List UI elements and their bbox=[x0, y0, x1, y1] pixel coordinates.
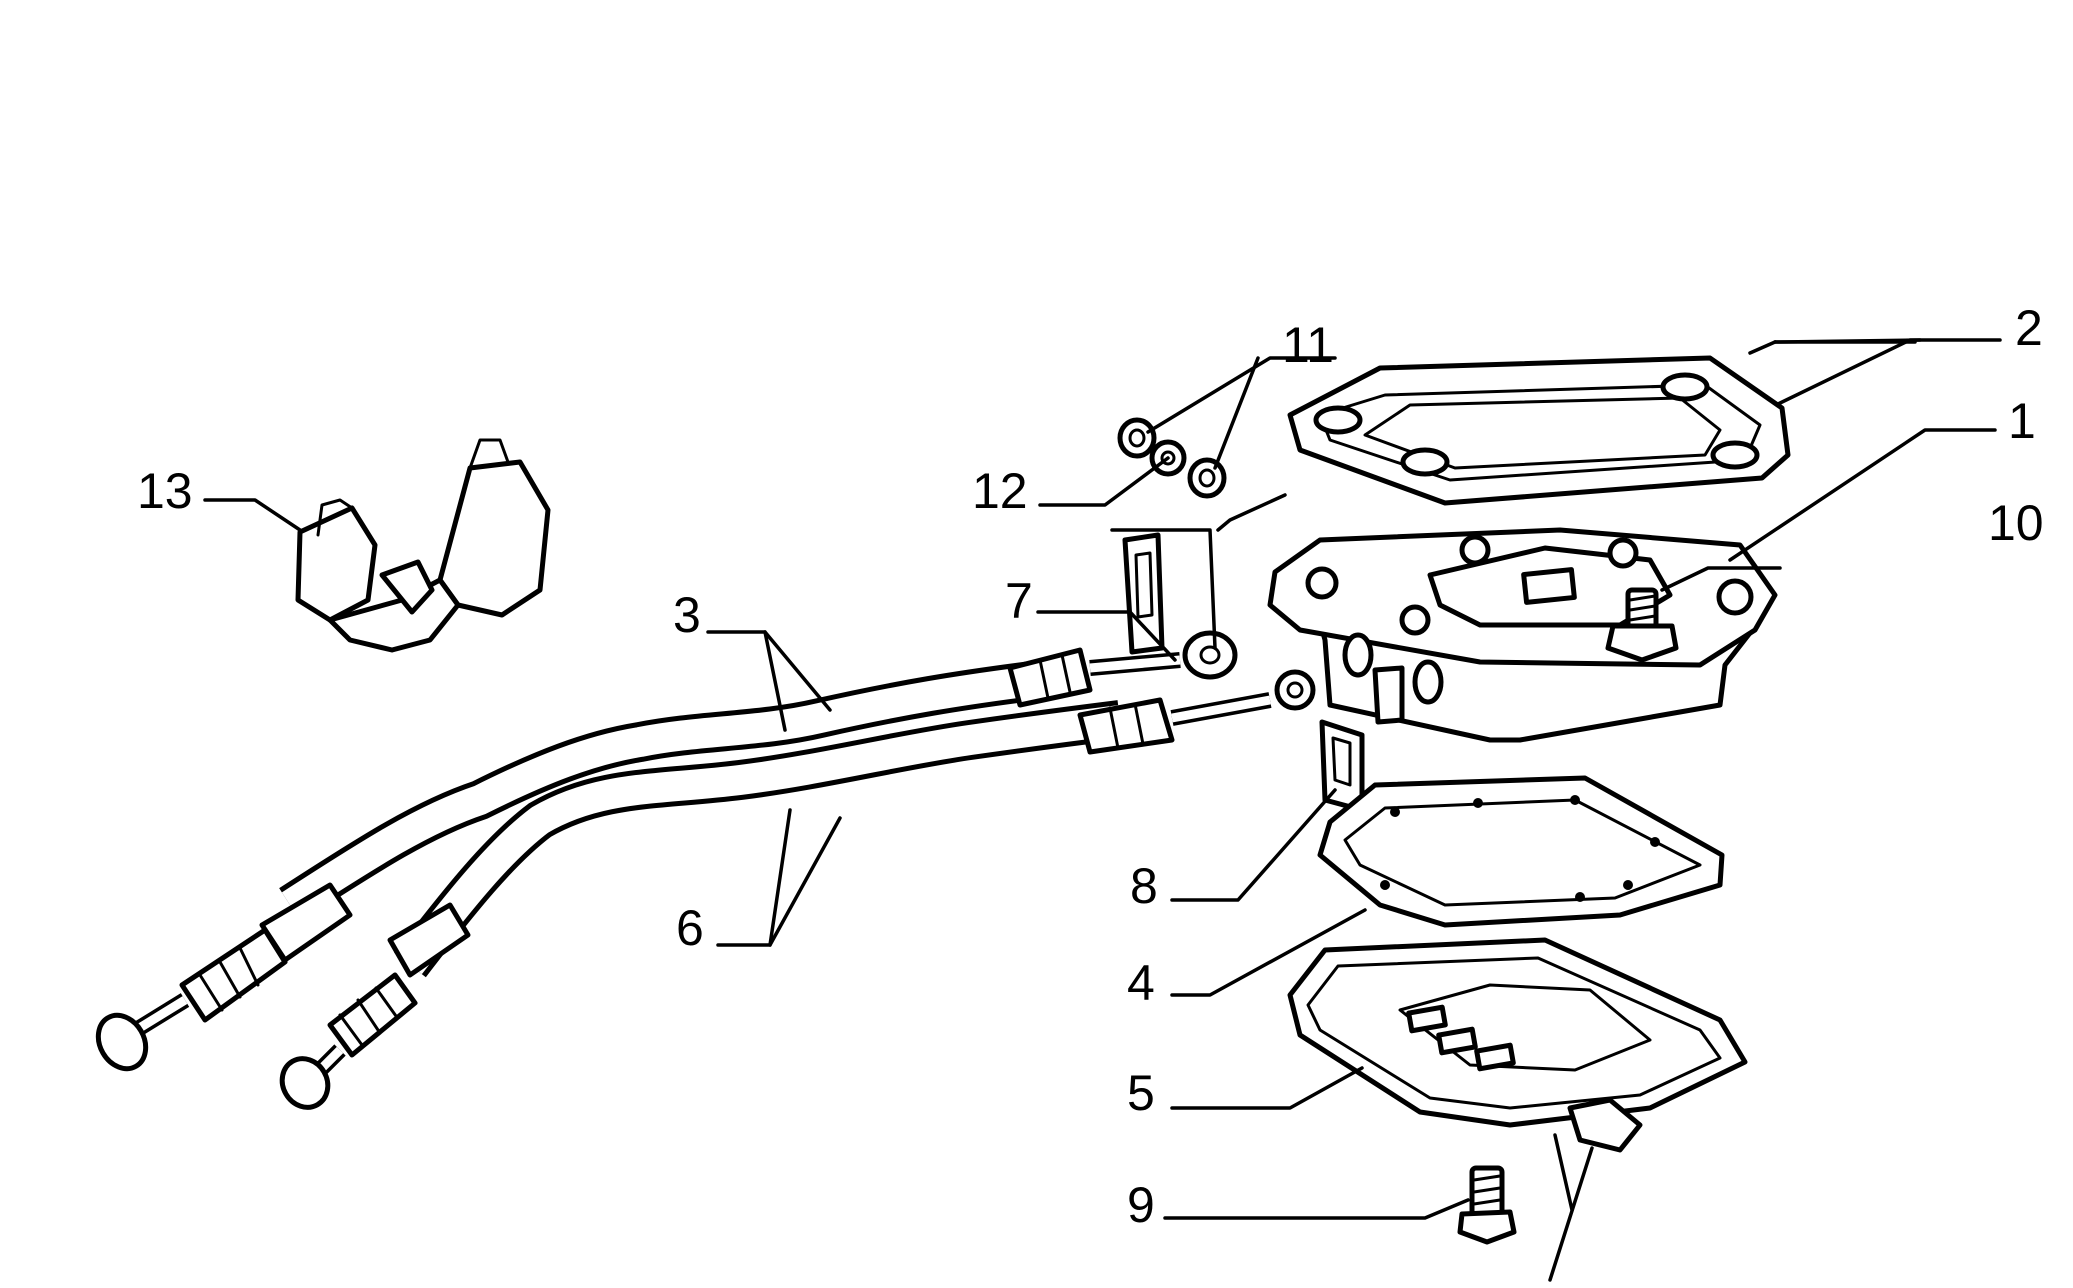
callout-8: 8 bbox=[1130, 858, 1158, 914]
part-11-nut bbox=[1117, 417, 1157, 459]
part-3-cable bbox=[279, 660, 1043, 922]
part-11-nut-2 bbox=[1187, 457, 1227, 499]
cable-end-fitting-right bbox=[279, 902, 471, 1110]
callout-3: 3 bbox=[673, 587, 701, 643]
part-10-bolt bbox=[1605, 587, 1679, 663]
callout-10: 10 bbox=[1988, 495, 2044, 551]
callout-labels: 2 1 10 11 12 13 7 3 6 8 4 5 9 bbox=[137, 300, 2044, 1233]
part-13-bracket bbox=[295, 438, 551, 653]
callout-1: 1 bbox=[2008, 393, 2036, 449]
part-9-bolt bbox=[1457, 1165, 1517, 1245]
part-1-housing bbox=[1267, 527, 1778, 743]
cable-end-fitting-upper bbox=[1007, 630, 1238, 708]
callout-4: 4 bbox=[1127, 955, 1155, 1011]
callout-9: 9 bbox=[1127, 1177, 1155, 1233]
callout-5: 5 bbox=[1127, 1065, 1155, 1121]
part-7-clip bbox=[1122, 532, 1165, 655]
callout-2: 2 bbox=[2015, 300, 2043, 356]
callout-6: 6 bbox=[676, 900, 704, 956]
cable-end-fitting-left bbox=[95, 882, 353, 1072]
callout-12: 12 bbox=[972, 463, 1028, 519]
part-2-cover-plate bbox=[1287, 355, 1791, 506]
callout-11: 11 bbox=[1282, 317, 1334, 373]
part-4-gasket bbox=[1317, 775, 1725, 928]
part-6-cable bbox=[394, 700, 1123, 978]
cable-end-fitting-lower bbox=[1077, 669, 1316, 755]
leader-lines bbox=[203, 338, 2002, 1282]
part-5-base-plate bbox=[1287, 937, 1748, 1153]
callout-13: 13 bbox=[137, 463, 193, 519]
callout-7: 7 bbox=[1005, 573, 1033, 629]
